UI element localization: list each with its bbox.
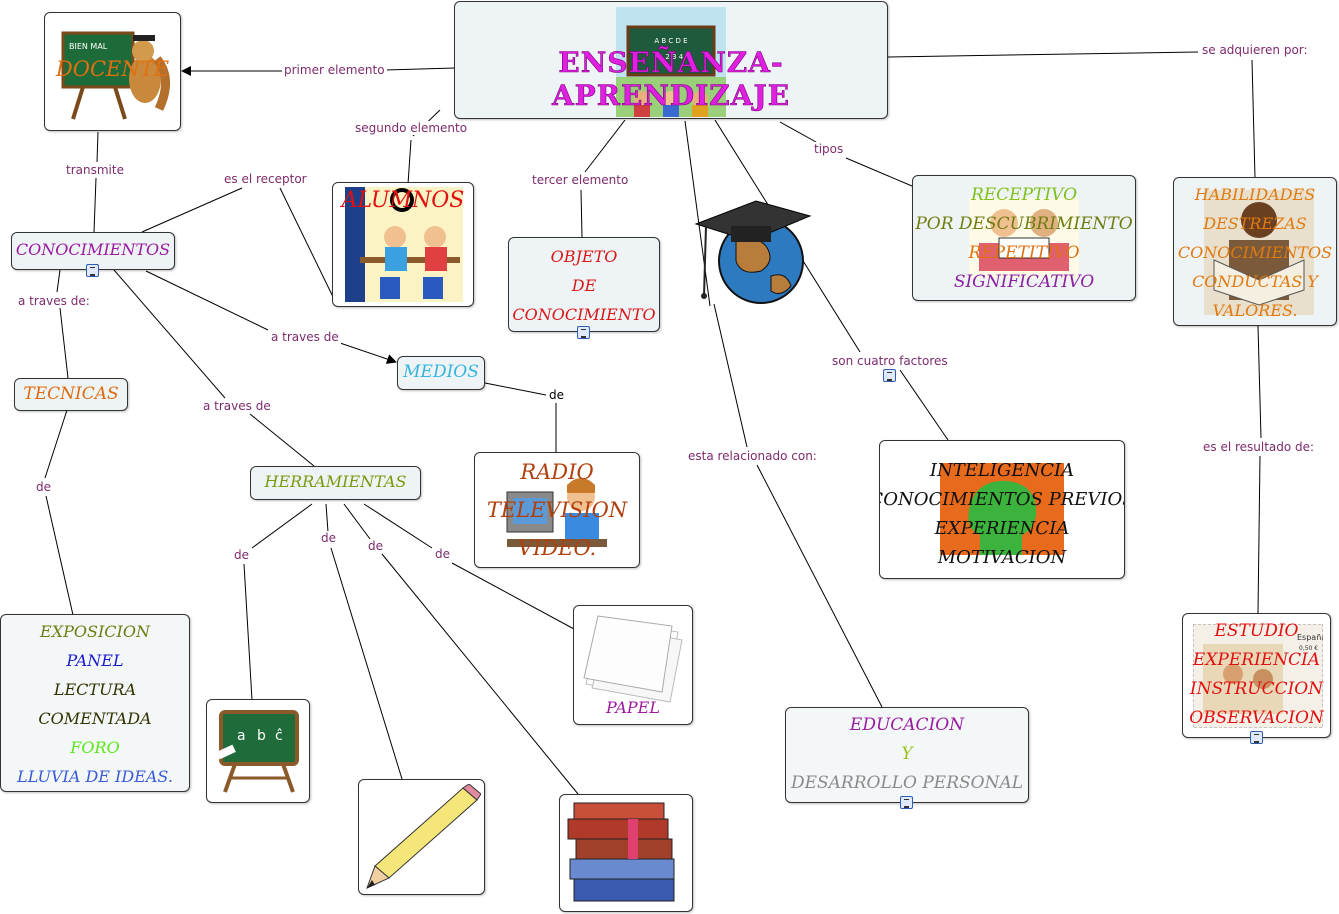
graduation-globe-icon bbox=[694, 200, 812, 304]
medios-label: MEDIOS bbox=[403, 362, 479, 382]
link-label-a-traves-de-colon[interactable]: a traves de: bbox=[16, 294, 92, 308]
link-label-transmite[interactable]: transmite bbox=[64, 163, 126, 177]
svg-text:b: b bbox=[257, 728, 266, 744]
link-label-tercer[interactable]: tercer elemento bbox=[530, 173, 631, 187]
chalkboard-icon: a b ĉ bbox=[216, 710, 299, 793]
head-silhouette-icon bbox=[940, 463, 1064, 555]
docente-node[interactable]: BIEN MAL DOCENTE bbox=[44, 12, 181, 131]
objeto-node[interactable]: OBJETO DE CONOCIMIENTO bbox=[508, 237, 660, 332]
note-icon[interactable] bbox=[577, 326, 590, 339]
factores-label: INTELIGENCIA CONOCIMIENTOS PREVIOS EXPER… bbox=[879, 460, 1125, 568]
alumnos-label: ALUMNOS bbox=[341, 188, 465, 213]
svg-text:A B C D E: A B C D E bbox=[654, 37, 687, 45]
objeto-label: OBJETO DE CONOCIMIENTO bbox=[512, 246, 656, 324]
herramientas-node[interactable]: HERRAMIENTAS bbox=[250, 466, 421, 500]
svg-text:0,50 €: 0,50 € bbox=[1299, 645, 1318, 652]
link-label-resultado[interactable]: es el resultado de: bbox=[1201, 440, 1317, 454]
link-label-de-pencil[interactable]: de bbox=[319, 531, 338, 545]
link-line-primer bbox=[384, 67, 456, 71]
medios-list-node[interactable]: RADIO TELEVISION VIDEO. bbox=[474, 452, 640, 568]
note-icon[interactable] bbox=[883, 369, 896, 382]
factores-node[interactable]: INTELIGENCIA CONOCIMIENTOS PREVIOS EXPER… bbox=[879, 440, 1125, 579]
tipos-label: RECEPTIVO POR DESCUBRIMIENTO REPETITIVO … bbox=[915, 185, 1133, 292]
tecnicas-list-label: EXPOSICION PANEL LECTURA COMENTADA FORO … bbox=[17, 622, 173, 786]
link-label-de-tecnicas[interactable]: de bbox=[34, 480, 53, 494]
tecnicas-list-node[interactable]: EXPOSICION PANEL LECTURA COMENTADA FORO … bbox=[0, 614, 190, 792]
medios-node[interactable]: MEDIOS bbox=[397, 356, 485, 390]
books-stack-icon bbox=[567, 802, 675, 902]
educacion-node[interactable]: EDUCACION Y DESARROLLO PERSONAL bbox=[785, 707, 1029, 803]
stamp-icon: España 0,50 € bbox=[1193, 624, 1323, 728]
link-label-a-traves-de-medios[interactable]: a traves de bbox=[269, 330, 341, 344]
books-node[interactable] bbox=[559, 794, 693, 912]
estudio-label: ESTUDIO EXPERIENCIA INSTRUCCION OBSERVAC… bbox=[1189, 621, 1324, 728]
herramientas-label: HERRAMIENTAS bbox=[264, 472, 407, 491]
svg-text:a: a bbox=[237, 728, 246, 744]
note-icon[interactable] bbox=[900, 796, 913, 809]
classroom-icon: A B C D E 1 2 3 4 bbox=[616, 7, 726, 117]
title-text: ENSEÑANZA-APRENDIZAJE bbox=[551, 46, 791, 113]
conocimientos-node[interactable]: CONOCIMIENTOS bbox=[11, 232, 175, 270]
pencil-icon bbox=[366, 784, 481, 889]
title-node[interactable]: A B C D E 1 2 3 4 ENSEÑANZA-APRENDIZAJE bbox=[454, 1, 888, 119]
svg-text:BIEN MAL: BIEN MAL bbox=[69, 42, 108, 51]
link-label-de-chalkboard[interactable]: de bbox=[232, 548, 251, 562]
educacion-label: EDUCACION Y DESARROLLO PERSONAL bbox=[790, 714, 1024, 793]
docente-label: DOCENTE bbox=[55, 57, 170, 81]
computer-user-icon bbox=[499, 457, 617, 562]
svg-text:España: España bbox=[1297, 633, 1323, 642]
studying-person-icon bbox=[969, 198, 1079, 278]
link-label-relacionado[interactable]: esta relacionado con: bbox=[686, 449, 819, 463]
link-label-primer[interactable]: primer elemento bbox=[282, 63, 387, 77]
svg-text:1 2 3 4: 1 2 3 4 bbox=[659, 53, 684, 61]
papel-label: PAPEL bbox=[606, 698, 660, 717]
link-label-tipos[interactable]: tipos bbox=[812, 142, 846, 156]
pencil-node[interactable] bbox=[358, 779, 485, 895]
link-arrow-medios bbox=[339, 342, 397, 364]
link-label-a-traves-de-herramientas[interactable]: a traves de bbox=[201, 399, 273, 413]
conocimientos-label: CONOCIMIENTOS bbox=[15, 240, 171, 259]
reading-kids-icon bbox=[345, 187, 463, 302]
tecnicas-node[interactable]: TECNICAS bbox=[14, 378, 128, 411]
chalkboard-node[interactable]: a b ĉ bbox=[206, 699, 310, 803]
link-label-segundo[interactable]: segundo elemento bbox=[353, 121, 470, 135]
estudio-node[interactable]: España 0,50 € ESTUDIO EXPERIENCIA INSTRU… bbox=[1182, 613, 1331, 738]
studying-person-icon bbox=[1204, 190, 1314, 315]
link-label-se-adquieren[interactable]: se adquieren por: bbox=[1200, 43, 1310, 57]
tecnicas-label: TECNICAS bbox=[23, 384, 119, 404]
habilidades-node[interactable]: HABILIDADES DESTREZAS CONOCIMIENTOS COND… bbox=[1173, 177, 1337, 326]
alumnos-node[interactable]: ALUMNOS bbox=[332, 182, 474, 307]
link-label-de-papel[interactable]: de bbox=[433, 547, 452, 561]
note-icon[interactable] bbox=[86, 264, 99, 277]
link-label-de-books[interactable]: de bbox=[366, 539, 385, 553]
habilidades-label: HABILIDADES DESTREZAS CONOCIMIENTOS COND… bbox=[1177, 185, 1333, 320]
papel-node[interactable]: PAPEL bbox=[573, 605, 693, 725]
medios-list-label: RADIO TELEVISION VIDEO. bbox=[486, 460, 628, 560]
teacher-squirrel-icon: BIEN MAL bbox=[61, 31, 170, 120]
tipos-node[interactable]: RECEPTIVO POR DESCUBRIMIENTO REPETITIVO … bbox=[912, 175, 1136, 301]
svg-text:ĉ: ĉ bbox=[275, 728, 283, 744]
note-icon[interactable] bbox=[1250, 731, 1263, 744]
link-label-cuatro-factores[interactable]: son cuatro factores bbox=[830, 354, 950, 368]
paper-sheets-icon bbox=[583, 615, 683, 703]
link-label-es-receptor[interactable]: es el receptor bbox=[222, 172, 309, 186]
ring-mark bbox=[390, 188, 414, 212]
link-label-de-medios[interactable]: de bbox=[547, 388, 566, 402]
